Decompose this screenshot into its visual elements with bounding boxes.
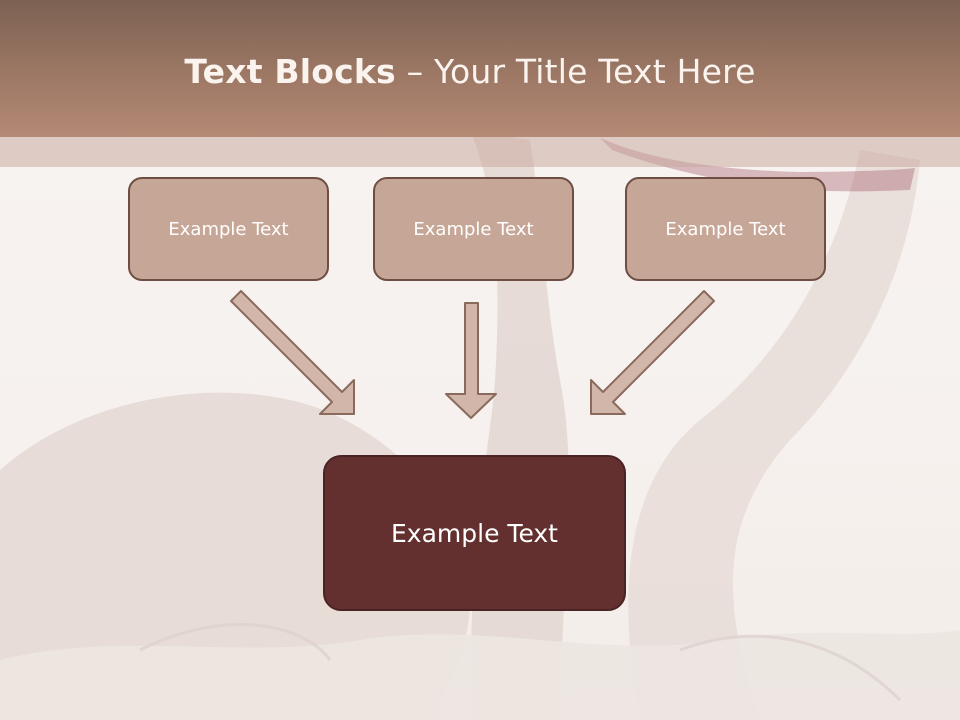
title-underband xyxy=(0,137,960,167)
arrow-left xyxy=(230,290,355,415)
page-title: Text Blocks – Your Title Text Here xyxy=(0,52,940,91)
title-separator: – xyxy=(395,52,434,91)
text-block-3[interactable]: Example Text xyxy=(625,177,826,281)
text-block-2-label: Example Text xyxy=(413,218,534,240)
arrow-center xyxy=(445,302,497,419)
text-block-1[interactable]: Example Text xyxy=(128,177,329,281)
arrow-right xyxy=(590,290,715,415)
main-text-block[interactable]: Example Text xyxy=(323,455,626,611)
text-block-2[interactable]: Example Text xyxy=(373,177,574,281)
main-text-block-label: Example Text xyxy=(391,518,558,548)
text-block-3-label: Example Text xyxy=(665,218,786,240)
title-rest-part: Your Title Text Here xyxy=(433,52,756,91)
title-bold-part: Text Blocks xyxy=(184,52,396,91)
title-bar xyxy=(0,0,960,137)
text-block-1-label: Example Text xyxy=(168,218,289,240)
